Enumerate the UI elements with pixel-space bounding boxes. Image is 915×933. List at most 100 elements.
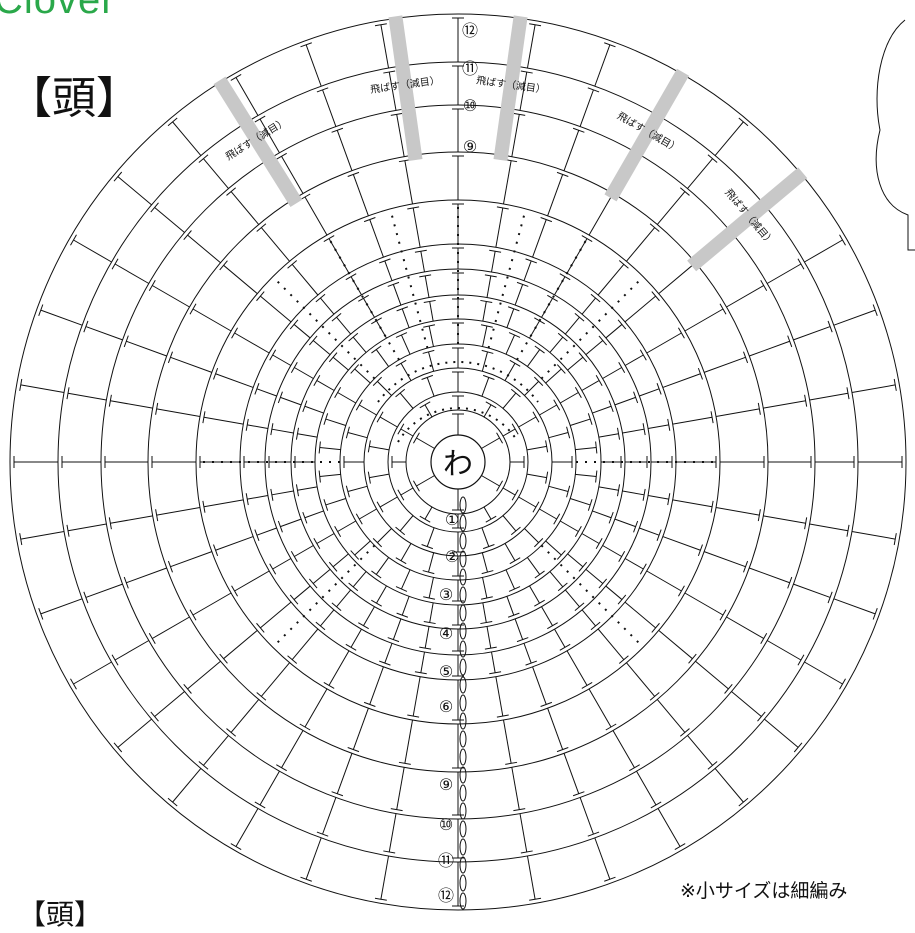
stitch-mark	[230, 191, 260, 225]
stitch-mark	[614, 396, 636, 406]
stitch-mark	[510, 388, 521, 398]
stitch-mark	[534, 599, 545, 607]
stitch-mark	[763, 515, 806, 524]
stitch-mark	[757, 509, 761, 522]
stitch-mark	[320, 297, 335, 315]
stitch-mark	[483, 506, 492, 520]
stitch-mark	[639, 349, 647, 361]
stitch-mark	[110, 400, 153, 409]
stitch-mark	[316, 533, 335, 544]
stitch-mark	[636, 770, 657, 806]
stitch-mark	[347, 171, 360, 177]
stitch-mark	[83, 320, 89, 333]
stitch-mark	[215, 536, 254, 551]
stitch-mark	[519, 71, 528, 111]
stitch-mark	[387, 281, 400, 287]
stitch-mark	[256, 622, 265, 633]
stitch-mark	[547, 174, 564, 216]
stitch-mark	[260, 227, 290, 262]
stitch-mark	[658, 264, 693, 294]
stitch-mark	[379, 496, 398, 508]
stitch-mark	[407, 206, 420, 210]
stitch-mark	[523, 643, 532, 664]
stitch-mark	[235, 77, 259, 116]
stitch-mark	[374, 897, 387, 901]
stitch-mark	[581, 235, 593, 242]
stitch-spokes	[13, 17, 903, 907]
stitch-mark	[516, 281, 529, 287]
round-label: ⑨	[463, 137, 477, 156]
stitch-mark	[316, 87, 329, 93]
stitch-mark	[412, 676, 421, 717]
stitch-mark	[113, 742, 123, 753]
stitch-mark	[526, 473, 547, 479]
stitch-mark	[350, 628, 362, 648]
stitch-mark	[231, 585, 238, 597]
stitch-mark	[541, 606, 553, 626]
stitch-mark	[662, 373, 701, 388]
round-ring	[9, 13, 907, 911]
stitch-mark	[315, 293, 326, 303]
stitch-mark	[833, 598, 876, 615]
stitch-mark	[401, 569, 411, 590]
stitch-mark	[398, 761, 411, 765]
stitch-mark	[183, 683, 192, 694]
stitch-mark	[624, 354, 644, 366]
stitch-mark	[581, 297, 596, 315]
round-label: ⑩	[463, 96, 477, 115]
stitch-mark	[302, 400, 308, 413]
stitch-mark	[534, 376, 544, 386]
stitch-mark	[300, 42, 312, 48]
stitch-mark	[332, 356, 349, 371]
stitch-mark	[328, 650, 350, 686]
stitch-mark	[529, 23, 542, 27]
stitch-mark	[514, 284, 524, 306]
stitch-mark	[421, 544, 434, 550]
stitch-mark	[392, 284, 402, 306]
stitch-mark	[491, 651, 496, 673]
stitch-mark	[203, 416, 244, 425]
stitch-mark	[304, 688, 328, 728]
stitch-mark	[719, 609, 727, 621]
chain-stitch	[459, 640, 467, 658]
stitch-mark	[572, 127, 585, 133]
stitch-mark	[516, 637, 529, 643]
stitch-mark	[305, 837, 322, 880]
stitch-mark	[407, 714, 420, 718]
stitch-mark	[651, 622, 660, 633]
stitch-mark	[684, 308, 724, 332]
stitch-mark	[481, 552, 488, 573]
skip-band	[388, 15, 423, 161]
stitch-mark	[714, 768, 744, 803]
stitch-mark	[662, 536, 701, 551]
chain-stitch	[459, 514, 467, 532]
stitch-mark	[647, 424, 669, 429]
stitch-mark	[387, 637, 400, 643]
stitch-mark	[489, 249, 502, 253]
stitch-mark	[508, 586, 521, 592]
stitch-mark	[152, 616, 190, 639]
side-outline	[875, 19, 915, 251]
stitch-mark	[369, 219, 384, 258]
stitch-mark	[350, 550, 360, 560]
stitch-mark	[624, 295, 656, 323]
stitch-mark	[642, 488, 646, 501]
stitch-mark	[588, 688, 612, 728]
stitch-mark	[313, 375, 321, 386]
skip-band	[213, 76, 303, 208]
stitch-mark	[563, 130, 580, 171]
chain-stitch	[459, 568, 467, 586]
stitch-mark	[322, 89, 337, 127]
stitch-mark	[553, 399, 561, 411]
stitch-mark	[345, 643, 357, 651]
stitch-mark	[347, 432, 368, 439]
stitch-mark	[502, 428, 516, 437]
chain-stitch	[459, 676, 467, 694]
stitch-mark	[738, 117, 749, 127]
stitch-mark	[595, 441, 598, 454]
stitch-mark	[757, 402, 761, 415]
stitch-mark	[281, 730, 304, 768]
stitch-mark	[667, 493, 671, 506]
stitch-mark	[380, 24, 390, 69]
stitch-mark	[605, 585, 623, 600]
